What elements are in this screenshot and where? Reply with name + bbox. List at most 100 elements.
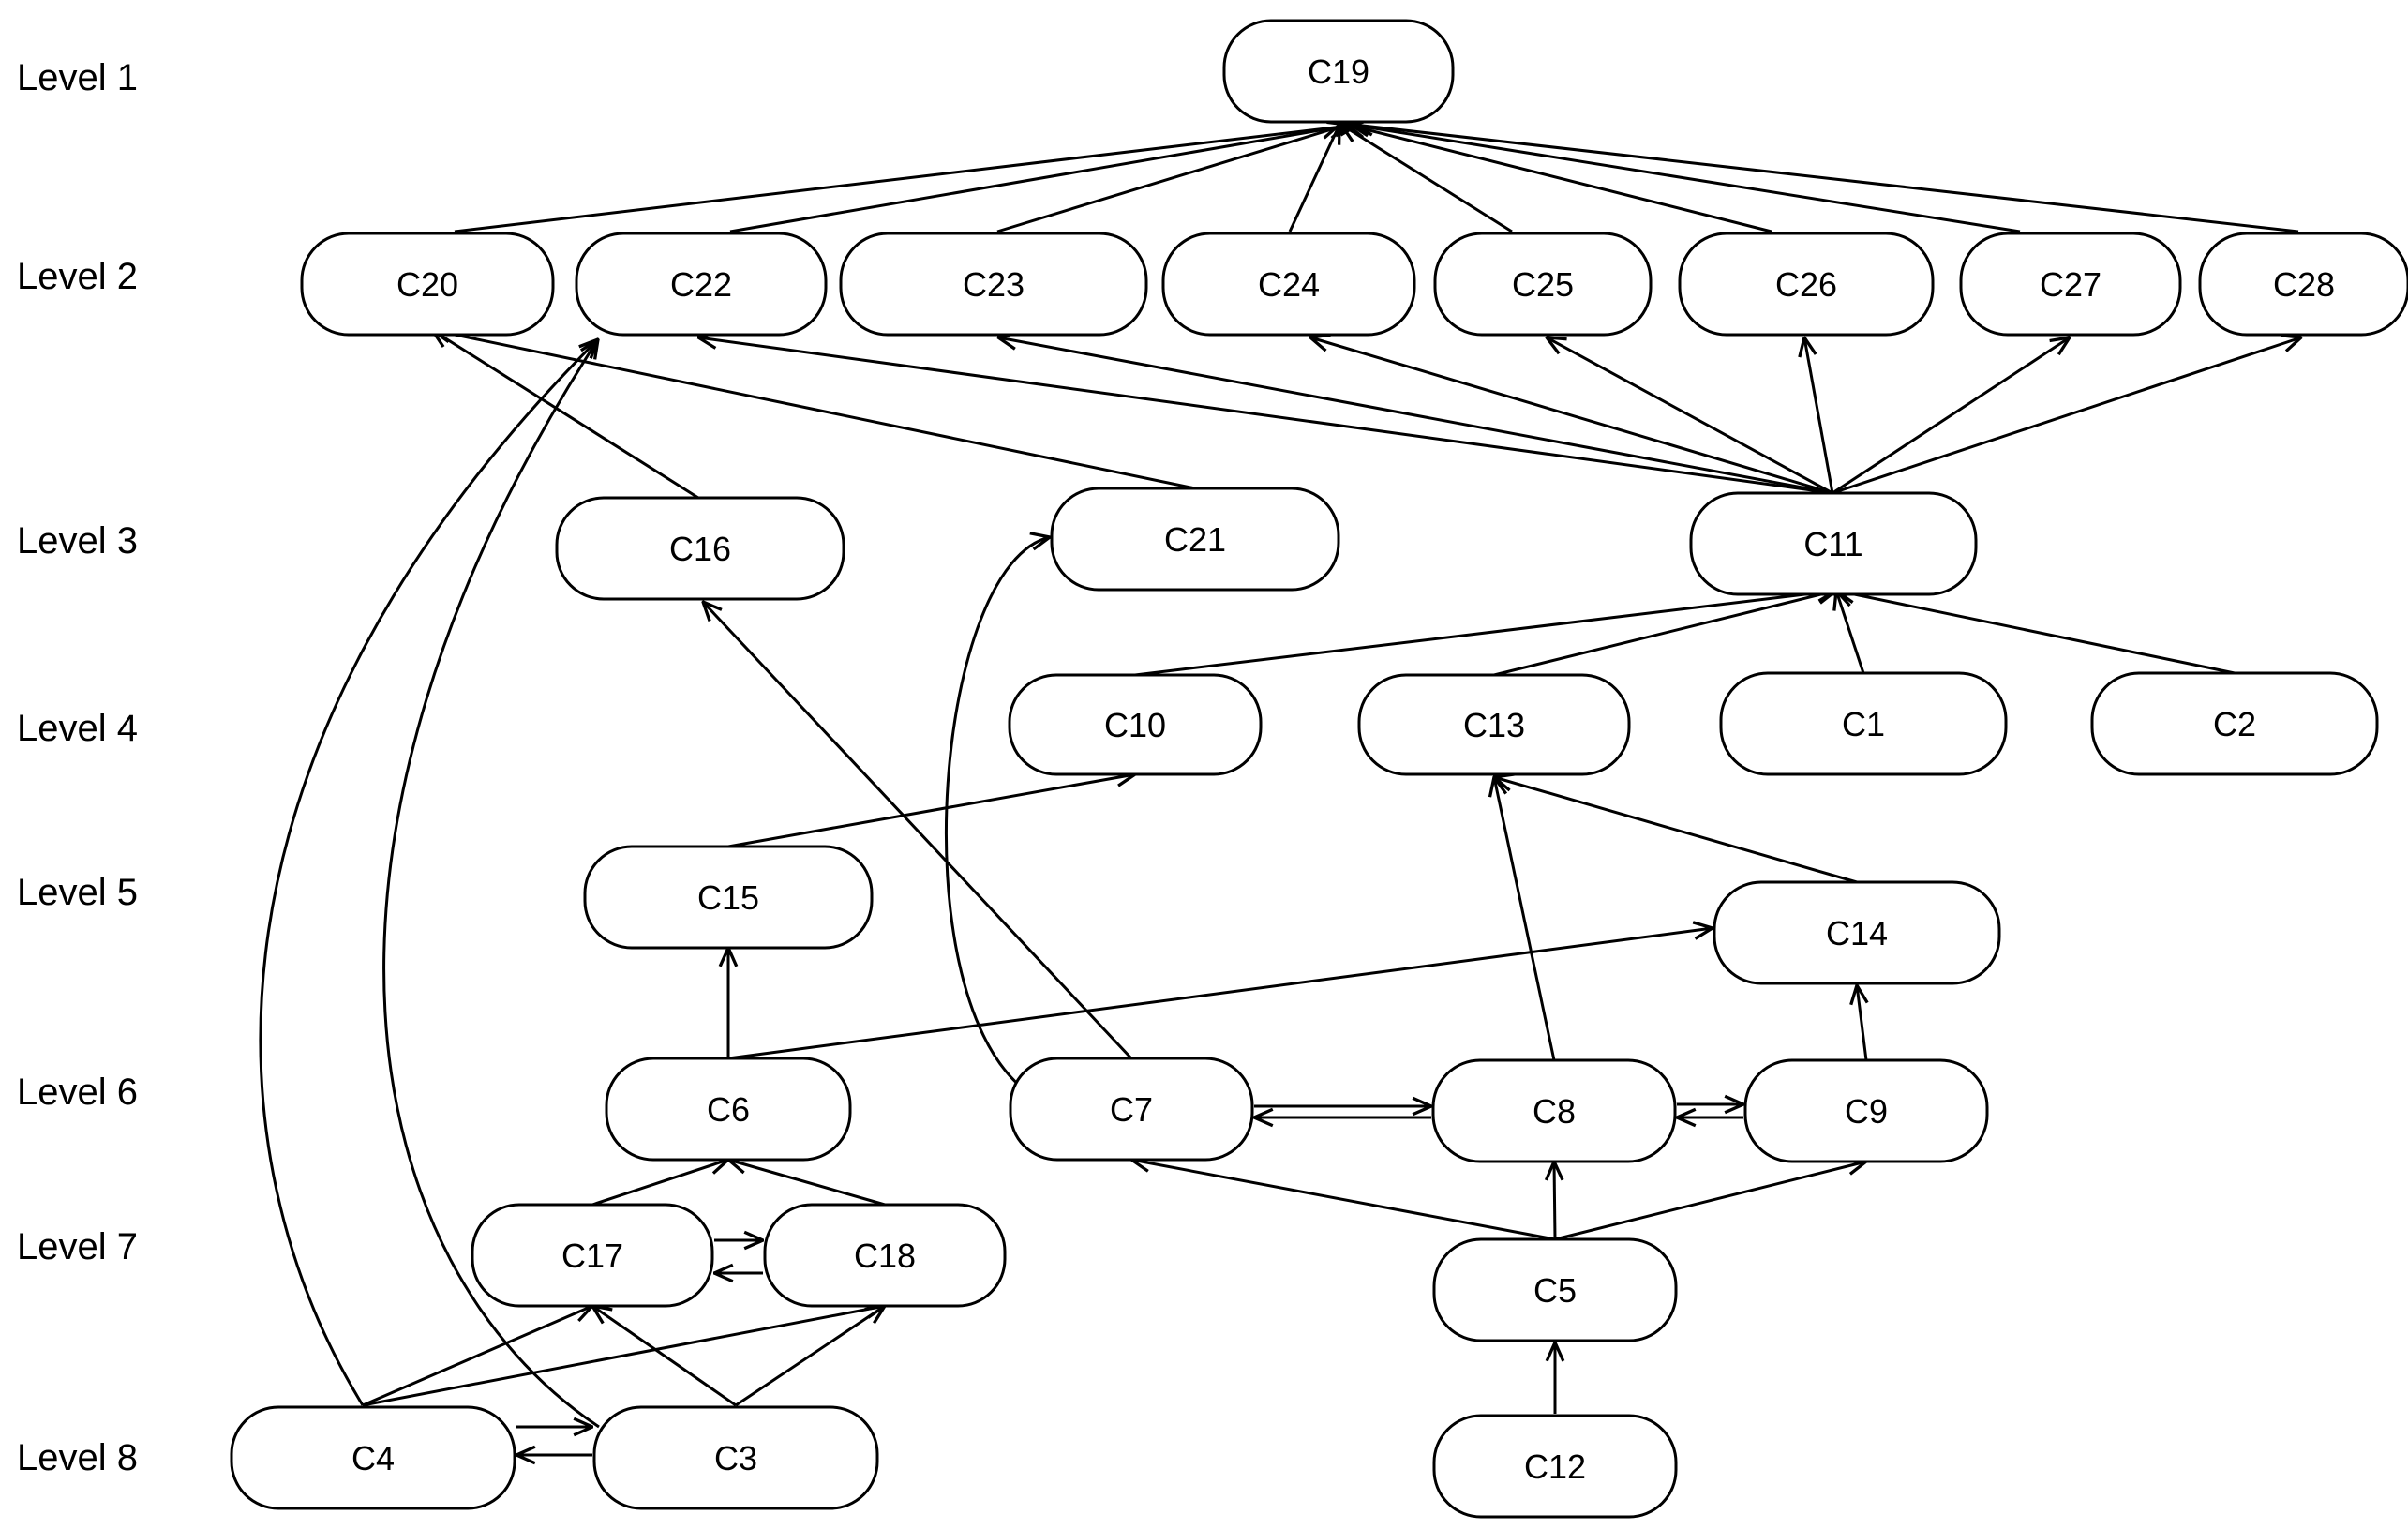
node-label: C20 [396, 265, 458, 304]
node-label: C11 [1803, 525, 1862, 563]
node-box [1050, 487, 1340, 592]
node-c28: C28 [2198, 232, 2408, 337]
edge-c11-to-c24 [1310, 337, 1833, 495]
edge-c26-to-c19 [1347, 125, 1772, 233]
node-box [2198, 232, 2408, 337]
node-c26: C26 [1678, 232, 1935, 337]
node-c15: C15 [583, 845, 874, 950]
node-c3: C3 [592, 1405, 879, 1510]
edge-c7-to-c21 [944, 537, 1050, 1089]
node-box [1719, 671, 2008, 776]
node-box [575, 232, 828, 337]
level-labels: Level 1 Level 2 Level 3 Level 4 Level 5 … [17, 57, 138, 1478]
edges [259, 125, 2301, 1455]
node-label: C9 [1845, 1092, 1888, 1131]
edge-c16-to-c20 [432, 330, 699, 500]
node-label: C21 [1164, 520, 1226, 559]
level-label-7: Level 7 [17, 1226, 138, 1267]
edge-c2-to-c11 [1836, 591, 2236, 675]
edge-c7-to-c16 [703, 602, 1133, 1060]
edge-c25-to-c19 [1341, 125, 1513, 233]
edge-c24-to-c19 [1288, 125, 1339, 232]
node-box [583, 845, 874, 950]
node-box [1433, 232, 1653, 337]
node-box [605, 1057, 852, 1162]
node-c23: C23 [839, 232, 1148, 337]
edge-c3-to-c22 [382, 339, 599, 1429]
node-c17: C17 [471, 1203, 714, 1308]
node-label: C1 [1842, 705, 1885, 743]
node-label: C16 [669, 530, 731, 568]
node-label: C26 [1775, 265, 1837, 304]
node-label: C13 [1463, 706, 1525, 744]
edge-c23-to-c19 [996, 125, 1347, 233]
node-box [300, 232, 555, 337]
node-c7: C7 [1009, 1057, 1254, 1162]
node-box [1009, 1057, 1254, 1162]
edge-c9-to-c14 [1857, 985, 1866, 1061]
node-box [1431, 1058, 1677, 1163]
node-box [555, 496, 845, 601]
node-box [763, 1203, 1007, 1308]
node-box [471, 1203, 714, 1308]
node-label: C14 [1826, 914, 1888, 952]
node-label: C19 [1308, 52, 1369, 91]
edge-c5-to-c9 [1554, 1162, 1866, 1241]
node-box [1008, 673, 1263, 776]
edge-c4-to-c22 [259, 339, 598, 1406]
node-c11: C11 [1689, 491, 1978, 596]
node-box [839, 232, 1148, 337]
node-box [1357, 673, 1631, 776]
node-label: C24 [1258, 265, 1320, 304]
edge-c5-to-c7 [1131, 1160, 1556, 1241]
node-c1: C1 [1719, 671, 2008, 776]
node-c16: C16 [555, 496, 845, 601]
node-label: C3 [714, 1439, 757, 1477]
node-box [592, 1405, 879, 1510]
edge-c14-to-c13 [1494, 777, 1858, 884]
node-c14: C14 [1713, 880, 2001, 985]
node-box [1161, 232, 1416, 337]
node-label: C8 [1533, 1092, 1576, 1131]
edge-c15-to-c10 [727, 774, 1135, 848]
node-box [2090, 671, 2379, 776]
node-label: C2 [2213, 705, 2256, 743]
node-c24: C24 [1161, 232, 1416, 337]
edge-c13-to-c11 [1493, 591, 1836, 677]
node-c2: C2 [2090, 671, 2379, 776]
level-label-2: Level 2 [17, 256, 138, 297]
node-label: C12 [1524, 1447, 1586, 1486]
node-label: C10 [1104, 706, 1166, 744]
node-label: C17 [561, 1237, 623, 1275]
edge-c11-to-c26 [1804, 337, 1834, 494]
node-box [1743, 1058, 1989, 1163]
level-label-8: Level 8 [17, 1437, 138, 1478]
node-c25: C25 [1433, 232, 1653, 337]
node-label: C5 [1533, 1271, 1577, 1310]
edge-c1-to-c11 [1836, 591, 1865, 674]
edge-c18-to-c6 [728, 1160, 886, 1207]
node-box [1678, 232, 1935, 337]
edge-c20-to-c19 [454, 125, 1358, 233]
node-label: C18 [854, 1237, 916, 1275]
node-c18: C18 [763, 1203, 1007, 1308]
node-c27: C27 [1959, 232, 2182, 337]
node-label: C15 [697, 878, 759, 917]
edge-c28-to-c19 [1354, 125, 2299, 233]
node-c19: C19 [1222, 19, 1455, 124]
edge-c10-to-c11 [1134, 591, 1836, 677]
edge-c22-to-c19 [729, 125, 1353, 233]
node-c8: C8 [1431, 1058, 1677, 1163]
edge-c6-to-c14 [727, 928, 1713, 1060]
node-label: C23 [963, 265, 1025, 304]
node-label: C27 [2040, 265, 2101, 304]
level-label-1: Level 1 [17, 57, 138, 98]
node-box [1432, 1237, 1678, 1342]
edge-c4-to-c17 [362, 1306, 592, 1407]
node-box [1689, 491, 1978, 596]
edge-c11-to-c22 [698, 337, 1833, 495]
node-c10: C10 [1008, 673, 1263, 776]
edge-c4-to-c18 [362, 1306, 885, 1407]
